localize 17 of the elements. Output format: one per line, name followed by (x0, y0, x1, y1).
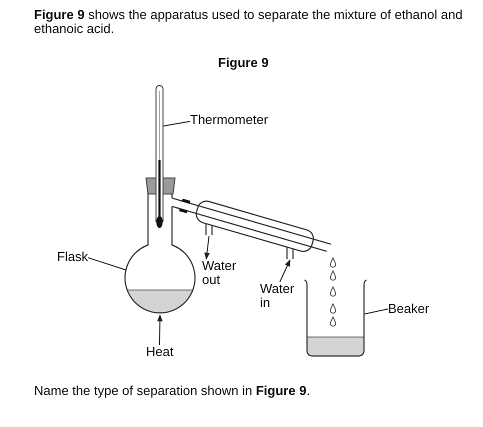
arrow (279, 259, 290, 282)
leader-line (163, 120, 190, 126)
water-flow-label: Water out (202, 259, 238, 287)
arrow (157, 314, 163, 346)
intro-paragraph: Figure 9 shows the apparatus used to separate the mixture of ethanol and ethanoic acid. (34, 8, 464, 36)
leader-line (88, 257, 126, 270)
leader-line (364, 308, 388, 314)
figure-title: Figure 9 (218, 56, 269, 70)
question-text: Name the type of separation shown in Figure 9. (34, 384, 312, 398)
part-label: Thermometer (190, 113, 268, 127)
water-flow-label: Water in (260, 282, 296, 310)
beaker (303, 278, 368, 358)
part-label: Flask (57, 250, 88, 264)
part-label: Beaker (388, 302, 430, 316)
thermometer (153, 85, 166, 230)
heat-label: Heat (146, 345, 174, 359)
arrow (204, 236, 210, 260)
